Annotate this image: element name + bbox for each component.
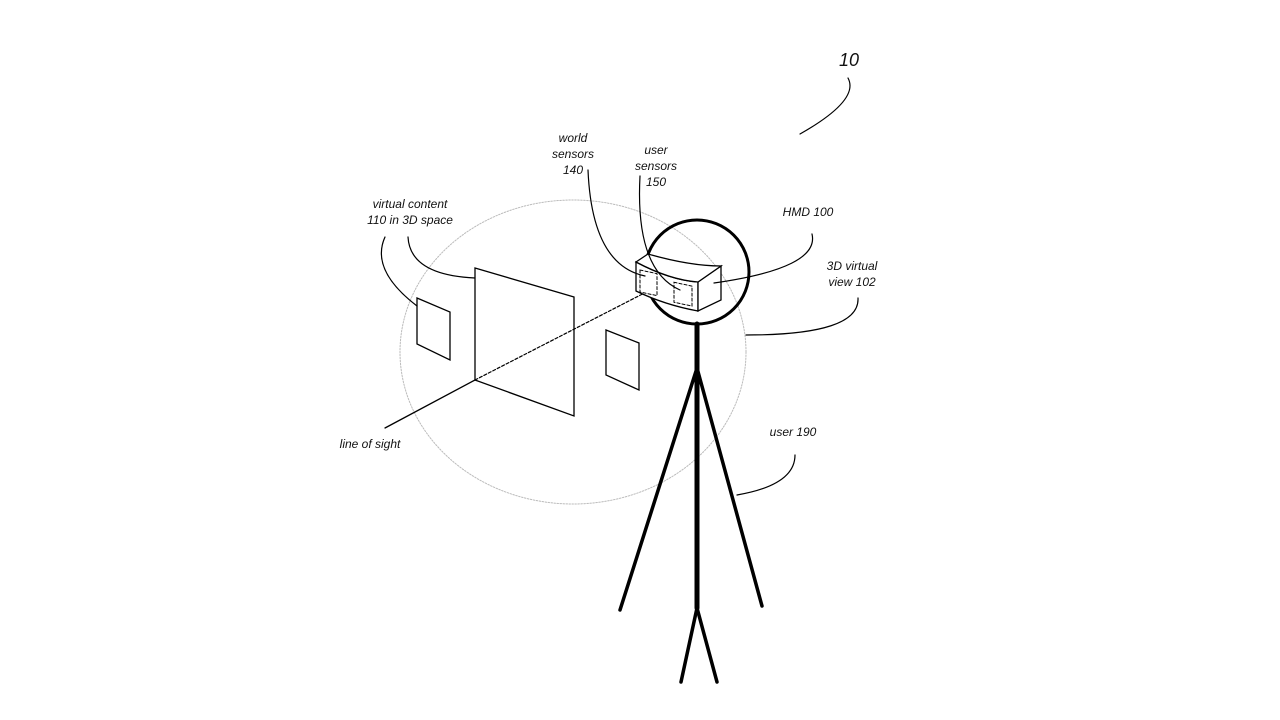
label-line: user: [644, 143, 668, 157]
label-world-sensors: world sensors 140: [552, 130, 594, 178]
label-line: virtual content: [372, 197, 448, 211]
hmd-device: [634, 253, 724, 313]
line-of-sight-dashed: [474, 284, 661, 381]
label-line: sensors: [634, 159, 678, 173]
world-sensor-box: [639, 269, 658, 297]
user-sensor-box: [673, 281, 693, 307]
label-line: sensors: [551, 147, 595, 161]
figure-number: 10: [838, 50, 860, 70]
label-line: view 102: [828, 275, 876, 289]
virtual-panel-right: [605, 329, 640, 392]
label-line: 110 in 3D space: [367, 213, 453, 227]
virtual-panel-left: [416, 297, 451, 362]
leader-lines: [380, 77, 859, 496]
label-virtual-content: virtual content 110 in 3D space: [367, 196, 453, 228]
label-line: 140: [562, 163, 584, 177]
label-line: 3D virtual: [826, 259, 878, 273]
label-line: world: [558, 131, 588, 145]
label-line: 150: [645, 175, 667, 189]
label-hmd: HMD 100: [782, 205, 834, 219]
line-of-sight-solid: [384, 379, 476, 429]
user-stick-figure: [618, 321, 764, 684]
label-line-of-sight: line of sight: [339, 437, 401, 451]
label-virtual-view: 3D virtual view 102: [827, 258, 878, 290]
virtual-panel-large: [474, 267, 575, 417]
virtual-view-sphere: [399, 199, 747, 505]
label-user-sensors: user sensors 150: [635, 142, 677, 190]
label-user: user 190: [769, 425, 817, 439]
